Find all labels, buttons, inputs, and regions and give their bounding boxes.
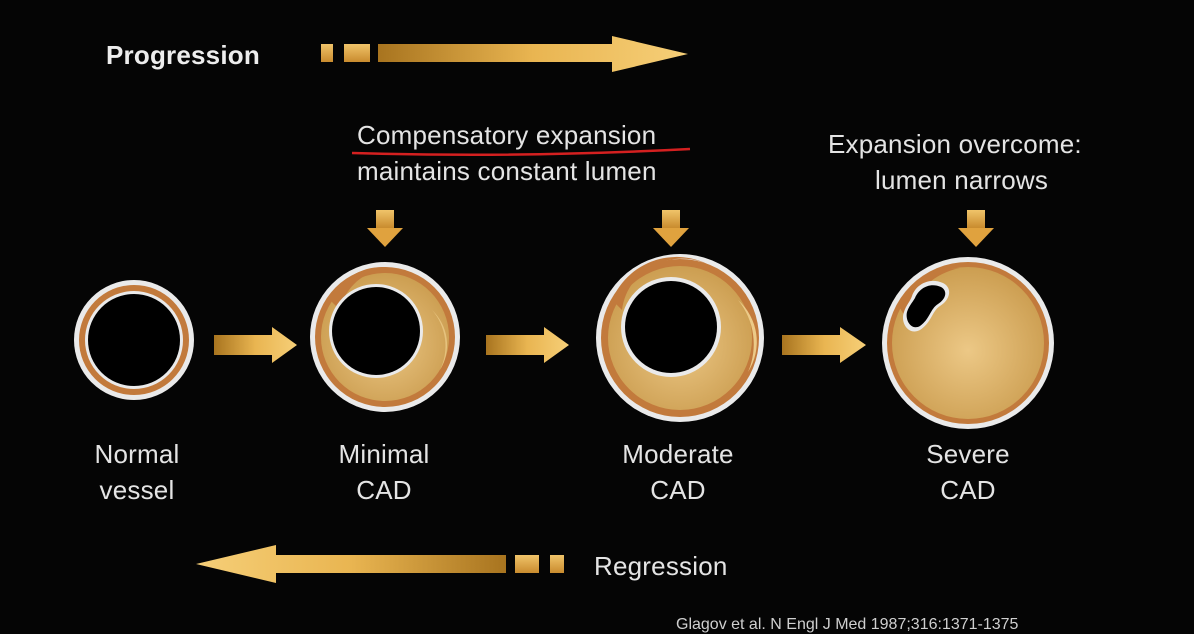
stage-label-line2: CAD (940, 475, 996, 505)
annotation-compensatory-line1: Compensatory expansion (357, 120, 657, 150)
down-arrow-severe (958, 210, 994, 247)
stage-label-line1: Moderate (622, 439, 734, 469)
minimal-cad-vessel-icon (310, 262, 460, 412)
down-arrow-moderate (653, 210, 689, 247)
stage-label-line2: CAD (356, 475, 412, 505)
annotation-overcome-line2: lumen narrows (875, 165, 1049, 195)
stage-label-moderate: Moderate CAD (598, 436, 758, 508)
stage-label-line2: vessel (99, 475, 175, 505)
red-underline (351, 147, 691, 157)
stage-label-line1: Severe (926, 439, 1010, 469)
stage-label-line2: CAD (650, 475, 706, 505)
right-arrow-2 (486, 327, 569, 363)
normal-vessel-icon (74, 280, 194, 400)
stage-label-line1: Normal (94, 439, 180, 469)
moderate-cad-vessel-icon (596, 254, 764, 422)
regression-arrow (196, 545, 564, 583)
severe-cad-vessel-icon (882, 257, 1054, 429)
progression-arrow (321, 36, 688, 72)
right-arrow-1 (214, 327, 297, 363)
right-arrow-3 (782, 327, 866, 363)
annotation-overcome-line1: Expansion overcome: (828, 129, 1082, 159)
down-arrow-minimal (367, 210, 403, 247)
regression-label: Regression (594, 551, 728, 581)
annotation-compensatory-line2: maintains constant lumen (357, 156, 657, 186)
stage-label-line1: Minimal (338, 439, 430, 469)
stage-label-severe: Severe CAD (893, 436, 1043, 508)
stage-label-normal: Normal vessel (64, 436, 210, 508)
citation: Glagov et al. N Engl J Med 1987;316:1371… (676, 616, 1019, 633)
progression-label: Progression (106, 40, 260, 70)
stage-label-minimal: Minimal CAD (309, 436, 459, 508)
